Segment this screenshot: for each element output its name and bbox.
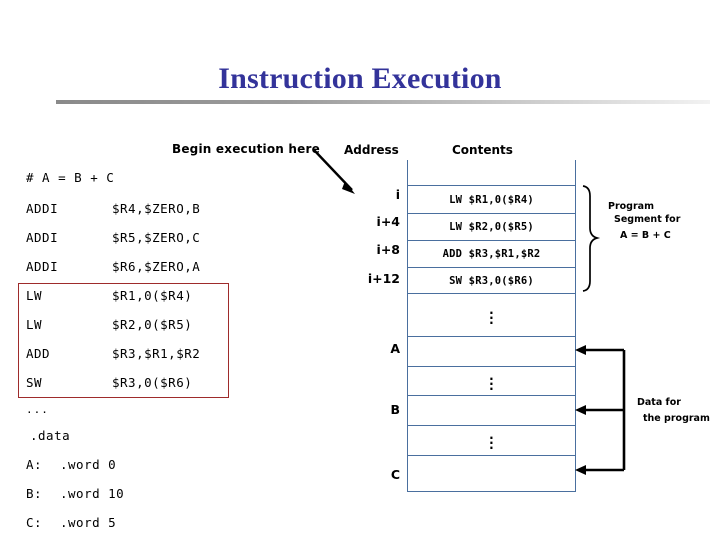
code-op: ADDI [26,230,59,245]
data-decl: .word 0 [60,457,117,472]
address-label-i8: i+8 [376,242,400,257]
address-label-i: i [395,187,400,202]
code-args: $R3,$R1,$R2 [112,346,201,361]
code-op: SW [26,375,43,390]
table-row-ellipsis: ... [408,366,575,395]
program-segment-annotation: Program Segment for A = B + C [608,200,680,242]
code-line-1: ADDI $R5,$ZERO,C [26,230,200,245]
code-op: ADDI [26,201,59,216]
contents-column-header: Contents [452,143,513,157]
address-label-c: C [390,467,400,482]
table-row-variable-a [408,336,575,366]
vertical-dots-icon: ... [487,302,496,328]
code-op: ADDI [26,259,59,274]
code-op: LW [26,317,43,332]
data-directive: .data [30,428,71,443]
address-label-i4: i+4 [376,214,400,229]
data-pointer-arrows [582,348,626,472]
title-divider [56,100,710,104]
table-row-ellipsis: ... [408,293,575,336]
code-op: LW [26,288,43,303]
data-label: C: [26,515,43,530]
page-title: Instruction Execution [218,62,502,95]
table-row: ADD $R3,$R1,$R2 [408,240,575,267]
vertical-dots-icon: ... [487,428,496,453]
code-line-4: LW $R2,0($R5) [26,317,192,332]
code-args: $R1,0($R4) [112,288,193,303]
begin-execution-label: Begin execution here [172,142,320,156]
code-comment: # A = B + C [26,170,115,185]
table-row-variable-b [408,395,575,425]
memory-table: LW $R1,0($R4) LW $R2,0($R5) ADD $R3,$R1,… [407,160,576,492]
data-note-line-1: Data for [637,397,681,408]
address-label-b: B [390,402,400,417]
code-line-3: LW $R1,0($R4) [26,288,192,303]
address-label-a: A [390,341,400,356]
code-line-0: ADDI $R4,$ZERO,B [26,201,200,216]
address-label-i12: i+12 [367,271,400,286]
program-segment-line-3: A = B + C [620,230,671,241]
program-segment-brace-icon [582,185,601,292]
program-segment-line-2: Segment for [614,214,681,225]
vertical-dots-icon: ... [487,368,496,394]
table-row: LW $R1,0($R4) [408,185,575,213]
table-row: SW $R3,0($R6) [408,267,575,293]
data-decl: .word 5 [60,515,117,530]
data-line-a: A: .word 0 [26,457,116,472]
code-args: $R3,0($R6) [112,375,193,390]
data-note-annotation: Data for the program [637,396,710,425]
highlighted-instruction-block [18,283,229,398]
table-row-variable-c [408,455,575,492]
data-label: A: [26,457,43,472]
data-label: B: [26,486,43,501]
address-column-header: Address [344,143,399,157]
data-line-b: B: .word 10 [26,486,124,501]
program-segment-line-1: Program [608,201,654,212]
code-ellipsis: ... [26,403,49,416]
code-line-6: SW $R3,0($R6) [26,375,192,390]
table-row-ellipsis: ... [408,425,575,455]
code-op: ADD [26,346,51,361]
code-args: $R2,0($R5) [112,317,193,332]
data-pointer-arrowheads [575,345,586,475]
data-note-line-2: the program [643,413,710,424]
code-args: $R4,$ZERO,B [112,201,201,216]
data-line-c: C: .word 5 [26,515,116,530]
code-line-5: ADD $R3,$R1,$R2 [26,346,200,361]
code-args: $R6,$ZERO,A [112,259,201,274]
table-row [408,160,575,185]
data-decl: .word 10 [60,486,125,501]
table-row: LW $R2,0($R5) [408,213,575,240]
code-line-2: ADDI $R6,$ZERO,A [26,259,200,274]
code-args: $R5,$ZERO,C [112,230,201,245]
